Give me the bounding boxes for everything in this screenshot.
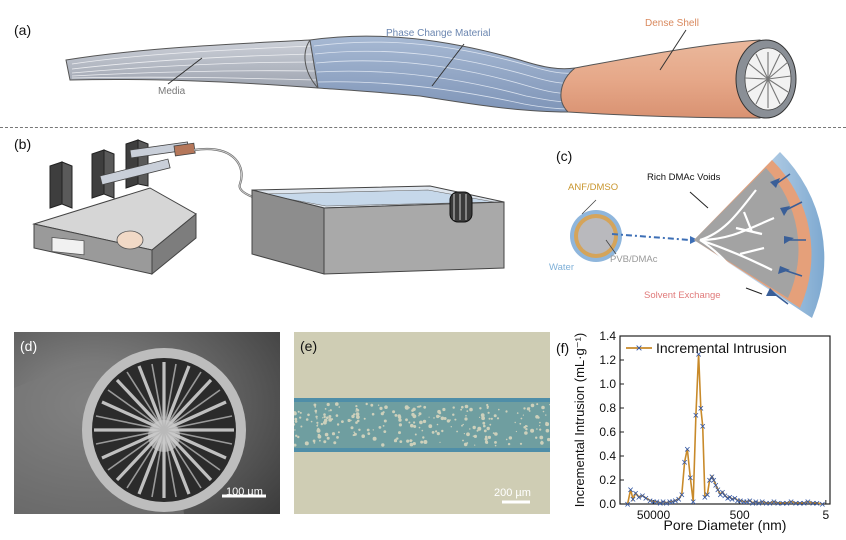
svg-text:×: × [635,341,642,355]
panel-d-label: (d) [20,338,37,354]
pcm-label: Phase Change Material [386,28,491,39]
dense-shell-segment [561,40,760,118]
data-point: × [704,489,710,501]
rich-dmac-voids-label: Rich DMAc Voids [647,172,720,183]
wet-spinning-setup-illustration [0,128,520,288]
y-tick-label: 1.4 [599,330,616,343]
pcm-segment [310,36,575,112]
solvent-exchange-label: Solvent Exchange [644,290,721,301]
series-line [628,354,823,504]
y-tick-label: 1.0 [599,377,616,391]
anf-dmso-label: ANF/DMSO [568,182,618,193]
data-point: × [681,457,687,469]
y-tick-label: 0.2 [599,473,616,487]
data-point: × [684,444,690,456]
data-point: × [679,489,685,501]
y-tick-label: 0.8 [599,401,616,415]
fiber-structure-illustration [0,0,846,127]
y-tick-label: 1.2 [599,353,616,367]
legend-label-incremental-intrusion: Incremental Intrusion [656,340,787,356]
media-label: Media [158,86,185,97]
data-point: × [819,499,825,511]
y-tick-label: 0.0 [599,497,616,511]
plot-frame [620,336,830,504]
series-incremental-intrusion: ××××××××××××××××××××××××××××××××××××××××… [624,349,825,511]
pvb-dmac-label: PVB/DMAc [610,254,658,265]
panel-e-label: (e) [300,338,317,354]
y-tick-label: 0.4 [599,449,616,463]
water-label: Water [549,262,574,273]
sem-scale-label: 100 µm [226,486,263,498]
legend: × Incremental Intrusion [626,340,787,356]
y-axis-label: Incremental Intrusion (mL·g⁻¹) [572,333,587,507]
y-tick-label: 0.6 [599,425,616,439]
data-point: × [698,403,704,415]
dense-shell-label: Dense Shell [645,18,699,29]
data-point: × [687,473,693,485]
x-axis-label: Pore Diameter (nm) [664,517,787,533]
data-point: × [699,421,705,433]
micrograph-scale-label: 200 µm [494,487,531,499]
data-point: × [690,497,696,509]
